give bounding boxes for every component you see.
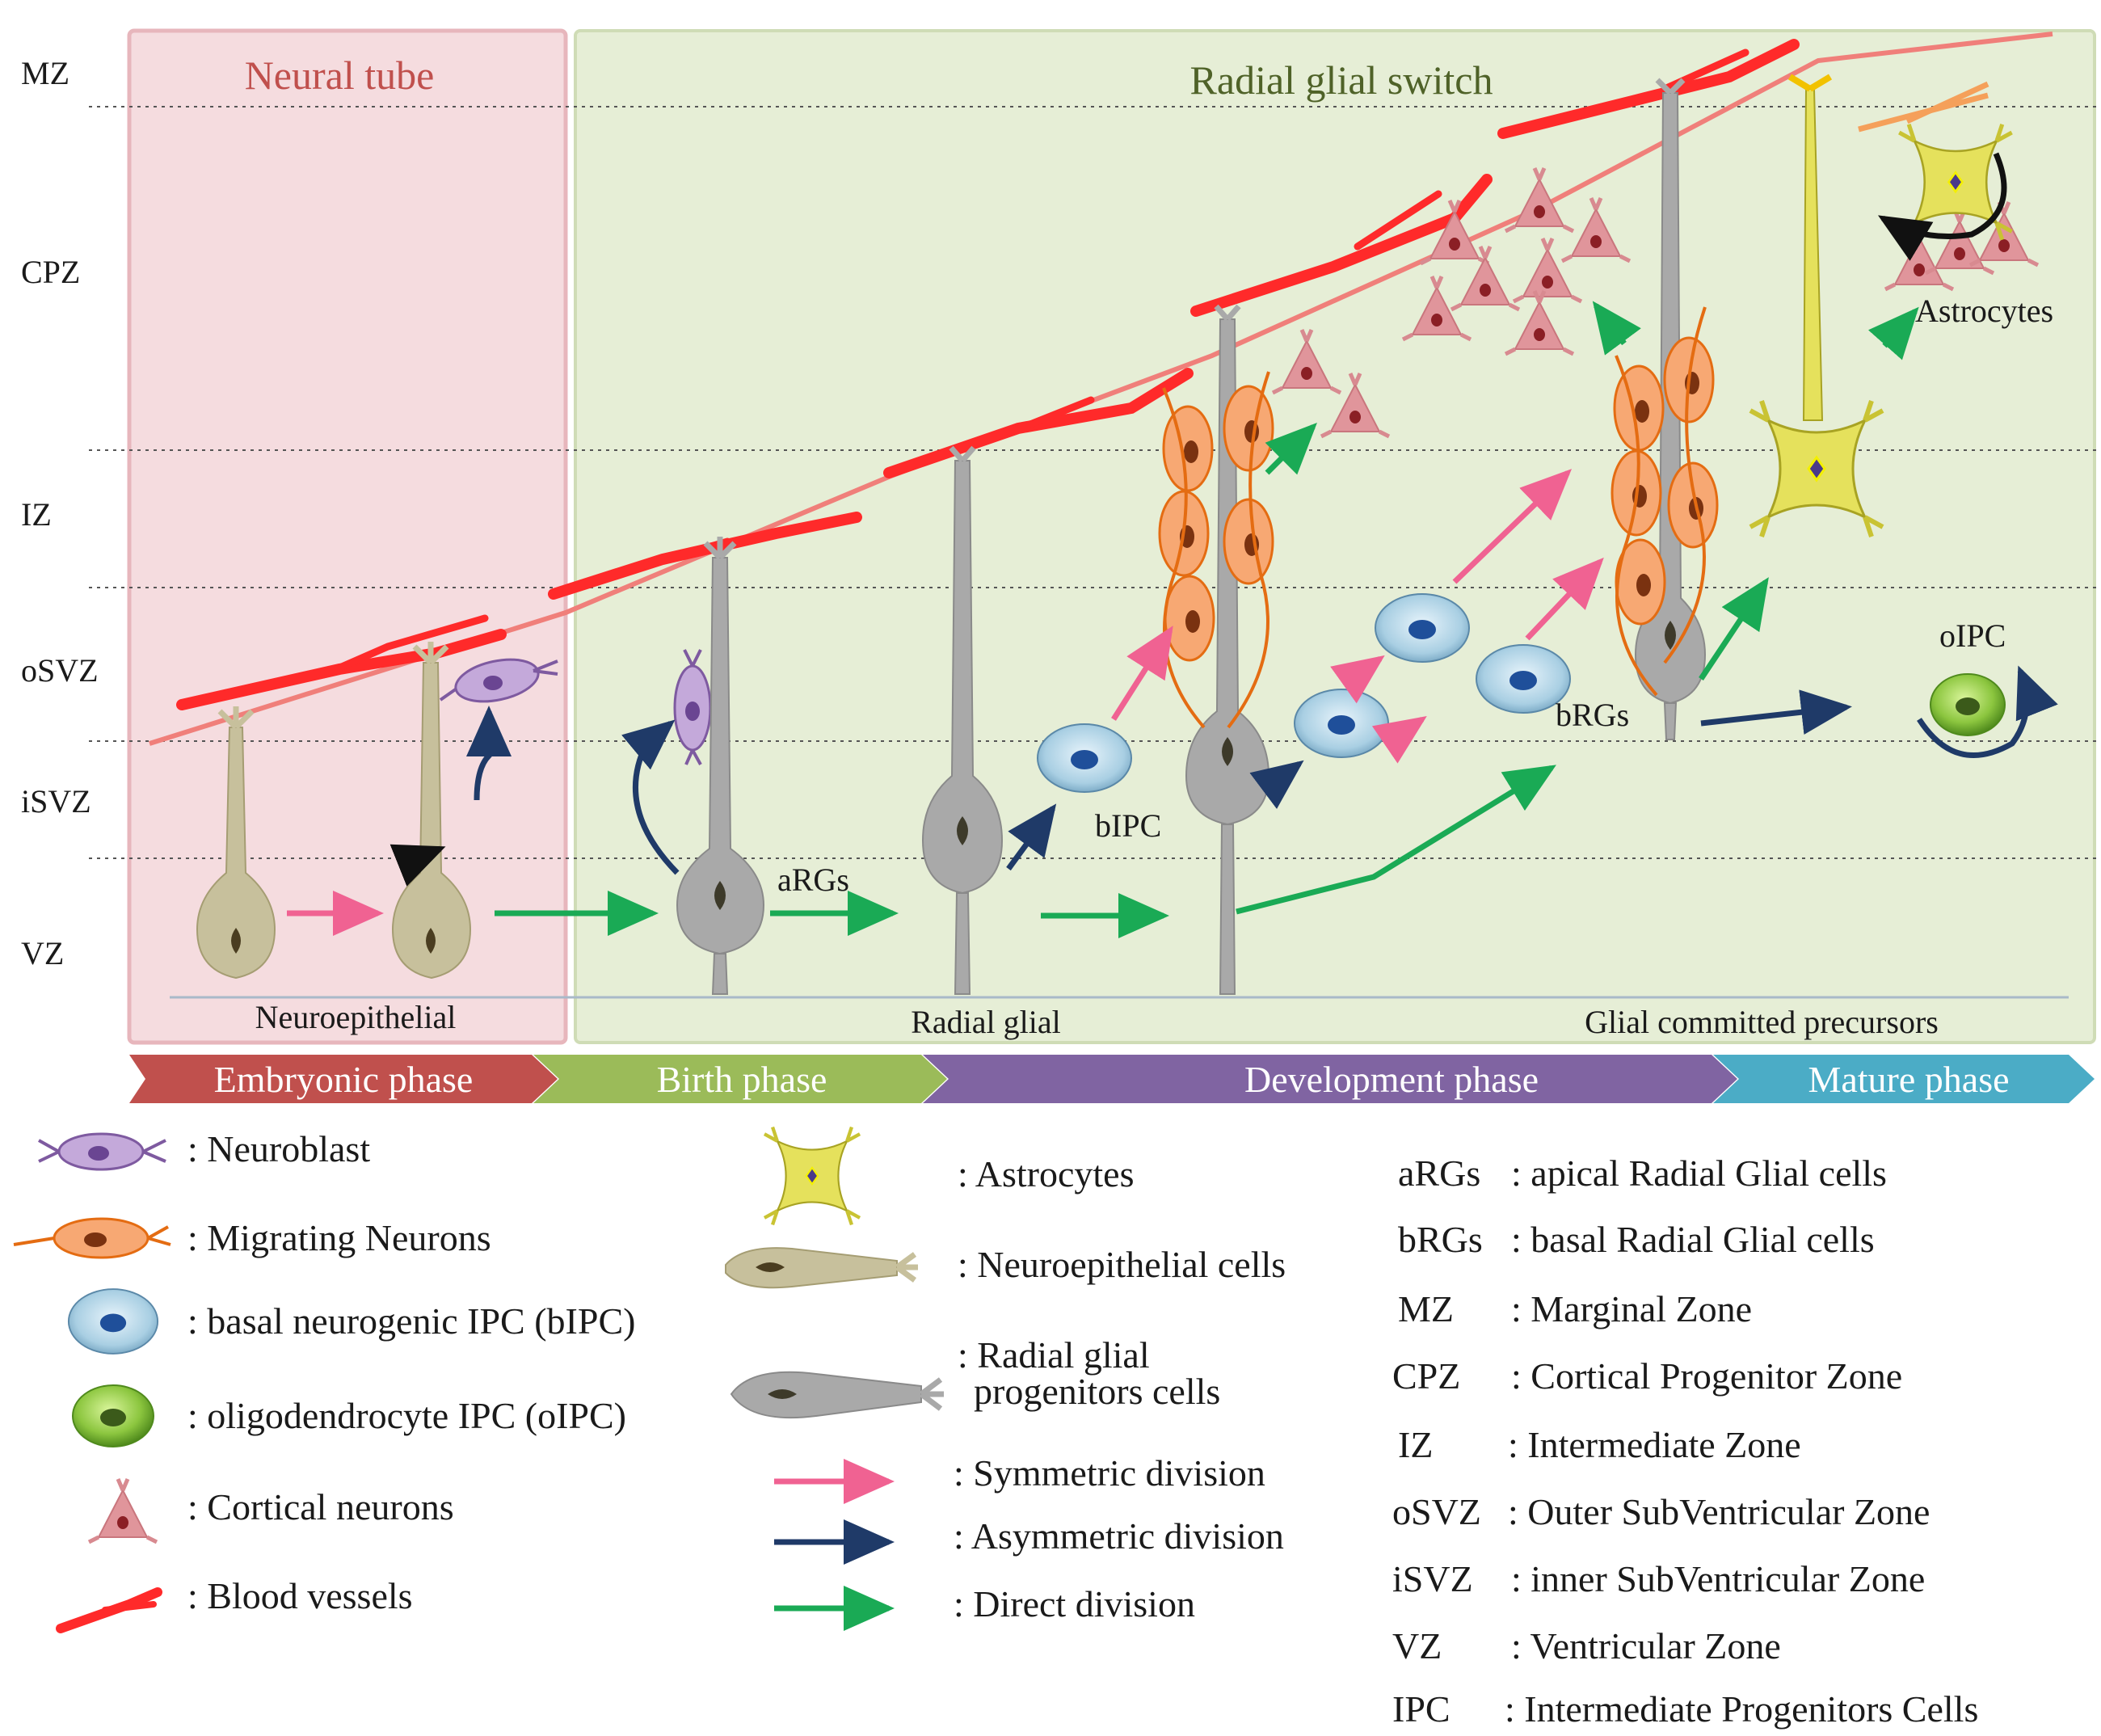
pial-surface-line [149, 32, 2053, 746]
symmetric-division-arrow [1525, 557, 1604, 641]
symmetric-division-arrow [1371, 716, 1427, 764]
label-args: aRGs [777, 862, 849, 898]
legend-symmetric: : Symmetric division [954, 1452, 1265, 1494]
asymmetric-division-arrow [1700, 689, 1852, 735]
phase-label: Embryonic phase [214, 1059, 474, 1100]
legend-neuroepithelial-cells: : Neuroepithelial cells [958, 1244, 1286, 1285]
phase-label: Mature phase [1808, 1059, 2009, 1100]
direct-division-arrow [1592, 301, 1641, 356]
asymmetric-division-arrow [621, 719, 680, 875]
legend-radial-glial-line2: progenitors cells [974, 1371, 1220, 1412]
astro-vessel [1858, 81, 1989, 133]
legend-asymmetric: : Asymmetric division [954, 1515, 1284, 1557]
abbr-key: aRGs [1398, 1152, 1480, 1194]
oipc-cell [1930, 673, 2006, 736]
abbr-key: CPZ [1392, 1355, 1460, 1397]
direct-division-arrow [1867, 306, 1919, 360]
label-bipc: bIPC [1095, 807, 1161, 844]
radial-glial-cell [921, 445, 1004, 995]
abbr-key: iSVZ [1392, 1558, 1473, 1599]
legend-neuroblast: : Neuroblast [187, 1128, 370, 1169]
abbreviation-list: aRGs : apical Radial Glial cells bRGs : … [1392, 1152, 1978, 1730]
abbr-key: bRGs [1398, 1219, 1483, 1260]
zone-label: oSVZ [21, 652, 99, 689]
neuroblast-icon [38, 1132, 166, 1171]
label-glial-committed: Glial committed precursors [1585, 1004, 1939, 1040]
radial-glial-switch-title: Radial glial switch [1190, 57, 1493, 103]
neural-tube-title: Neural tube [245, 53, 435, 98]
abbr-definition: : inner SubVentricular Zone [1511, 1558, 1925, 1599]
neuroepithelial-cell-icon [725, 1247, 918, 1289]
abbr-definition: : apical Radial Glial cells [1511, 1152, 1887, 1194]
zone-label: iSVZ [21, 783, 91, 820]
phase-bar: Embryonic phase Birth phase Development … [129, 1055, 2095, 1103]
migrating-neuron-icon [13, 1217, 171, 1259]
label-astrocytes: Astrocytes [1915, 293, 2053, 329]
asymmetric-division-arrow [1006, 803, 1057, 871]
asymmetric-division-arrow [389, 844, 446, 887]
phase-birth [533, 1055, 947, 1103]
abbr-definition: : Cortical Progenitor Zone [1511, 1355, 1902, 1397]
label-radial-glial: Radial glial [911, 1004, 1061, 1040]
phase-label: Birth phase [657, 1059, 827, 1100]
legend-astrocytes: : Astrocytes [958, 1153, 1134, 1195]
abbr-key: IZ [1398, 1424, 1433, 1465]
phase-embryonic [129, 1055, 558, 1103]
neuroblast [439, 658, 558, 703]
radial-glial-cell-icon [730, 1371, 944, 1419]
zone-label: VZ [21, 935, 64, 971]
neural-tube-panel [127, 28, 568, 1045]
abbr-key: VZ [1392, 1625, 1442, 1666]
abbr-definition: : Outer SubVentricular Zone [1508, 1491, 1930, 1532]
migrating-neurons-cluster [1610, 306, 1719, 697]
legend-blood-vessels: : Blood vessels [187, 1575, 413, 1616]
phase-development [923, 1055, 1737, 1103]
neuroepithelial-cell [391, 642, 472, 980]
zone-label: MZ [21, 55, 69, 91]
legend-migrating-neurons: : Migrating Neurons [187, 1217, 491, 1258]
direct-division-arrow [1699, 577, 1769, 680]
asymmetric-division-arrow [466, 706, 512, 801]
legend-bipc: : basal neurogenic IPC (bIPC) [187, 1300, 635, 1342]
abbr-definition: : basal Radial Glial cells [1511, 1219, 1875, 1260]
label-brgs: bRGs [1556, 697, 1629, 733]
bipc-icon [67, 1288, 159, 1355]
blood-vessel-icon [56, 1587, 162, 1633]
abbr-definition: : Ventricular Zone [1511, 1625, 1781, 1666]
astrocyte-cell [1750, 74, 1883, 537]
radial-glial-cell [1185, 304, 1270, 995]
phase-mature [1713, 1055, 2095, 1103]
direct-division-arrow [1236, 765, 1556, 915]
abbr-definition: : Intermediate Zone [1508, 1424, 1801, 1465]
abbr-key: IPC [1392, 1688, 1450, 1730]
neuroepithelial-cell [196, 706, 276, 980]
symmetric-division-arrow [1452, 469, 1573, 584]
astrocyte-self-renewal-arrow [1877, 152, 2007, 261]
migrating-neurons-cluster [1158, 371, 1274, 729]
label-oipc: oIPC [1939, 617, 2006, 654]
oipc-icon [72, 1384, 154, 1447]
symmetric-division-arrow [1330, 655, 1385, 704]
legend-oipc: : oligodendrocyte IPC (oIPC) [187, 1395, 626, 1436]
cortical-neuron-icon [89, 1479, 157, 1542]
direct-division-arrow [1265, 423, 1317, 475]
phase-label: Development phase [1244, 1059, 1539, 1100]
legend-direct: : Direct division [954, 1583, 1195, 1624]
abbr-definition: : Marginal Zone [1511, 1288, 1752, 1329]
legend-cortical-neurons: : Cortical neurons [187, 1486, 454, 1527]
abbr-key: MZ [1398, 1288, 1454, 1329]
zone-label: IZ [21, 496, 52, 533]
zone-label: CPZ [21, 254, 80, 290]
legend-radial-glial-line1: : Radial glial [958, 1334, 1150, 1376]
label-neuroepithelial: Neuroepithelial [255, 999, 457, 1035]
symmetric-division-arrow [1111, 626, 1173, 721]
oipc-self-renewal-arrow [1917, 665, 2058, 758]
radial-glial-cell [676, 537, 765, 995]
neuroblast [673, 649, 712, 765]
abbr-key: oSVZ [1392, 1491, 1481, 1532]
abbr-definition: : Intermediate Progenitors Cells [1505, 1688, 1978, 1730]
astrocyte-icon [764, 1127, 860, 1225]
asymmetric-division-arrow [1249, 760, 1304, 809]
